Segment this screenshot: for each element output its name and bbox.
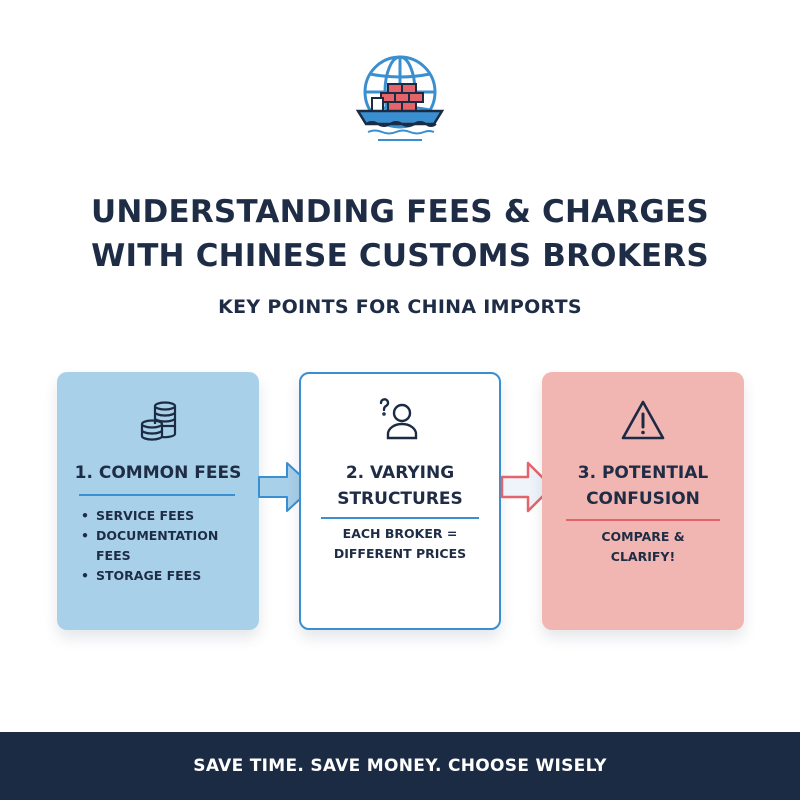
card-title-line-1: 2. VARYING [345, 463, 455, 483]
card-potential-confusion: 3. POTENTIAL CONFUSION COMPARE & CLARIFY… [542, 372, 744, 630]
card-body: COMPARE & CLARIFY! [552, 527, 734, 567]
page-title: UNDERSTANDING FEES & CHARGES WITH CHINES… [0, 190, 800, 278]
card-title: 1. COMMON FEES [74, 463, 242, 483]
card-title: 3. POTENTIAL CONFUSION [552, 460, 734, 512]
warning-triangle-icon [620, 398, 666, 444]
footer-banner: SAVE TIME. SAVE MONEY. CHOOSE WISELY [0, 732, 800, 800]
card-body-line-1: COMPARE & [601, 529, 685, 544]
card-common-fees: 1. COMMON FEES SERVICE FEES DOCUMENTATIO… [57, 372, 259, 630]
question-person-icon [377, 396, 423, 442]
fee-list: SERVICE FEES DOCUMENTATION FEES STORAGE … [79, 506, 246, 586]
title-line-1: UNDERSTANDING FEES & CHARGES [91, 194, 709, 230]
divider [79, 494, 235, 496]
card-title: 2. VARYING STRUCTURES [311, 460, 489, 512]
list-item: SERVICE FEES [79, 506, 246, 526]
globe-cargo-ship-icon [352, 52, 448, 148]
card-body-line-2: CLARIFY! [610, 549, 676, 564]
title-line-2: WITH CHINESE CUSTOMS BROKERS [91, 238, 709, 274]
card-body-line-1: EACH BROKER = [342, 526, 458, 541]
list-item: DOCUMENTATION FEES [79, 526, 246, 566]
subtitle: KEY POINTS FOR CHINA IMPORTS [218, 296, 582, 318]
card-body-line-2: DIFFERENT PRICES [333, 546, 467, 561]
card-title-line-2: CONFUSION [586, 489, 700, 509]
footer-tagline: SAVE TIME. SAVE MONEY. CHOOSE WISELY [193, 756, 607, 776]
arrow-right-icon [500, 457, 560, 517]
card-title-line-1: 3. POTENTIAL [577, 463, 709, 483]
card-body: EACH BROKER = DIFFERENT PRICES [311, 524, 489, 564]
coin-stack-icon [135, 400, 181, 446]
divider [566, 519, 720, 521]
divider [321, 517, 479, 519]
card-varying-structures: 2. VARYING STRUCTURES EACH BROKER = DIFF… [299, 372, 501, 630]
card-title-line-2: STRUCTURES [337, 489, 463, 509]
list-item: STORAGE FEES [79, 566, 246, 586]
